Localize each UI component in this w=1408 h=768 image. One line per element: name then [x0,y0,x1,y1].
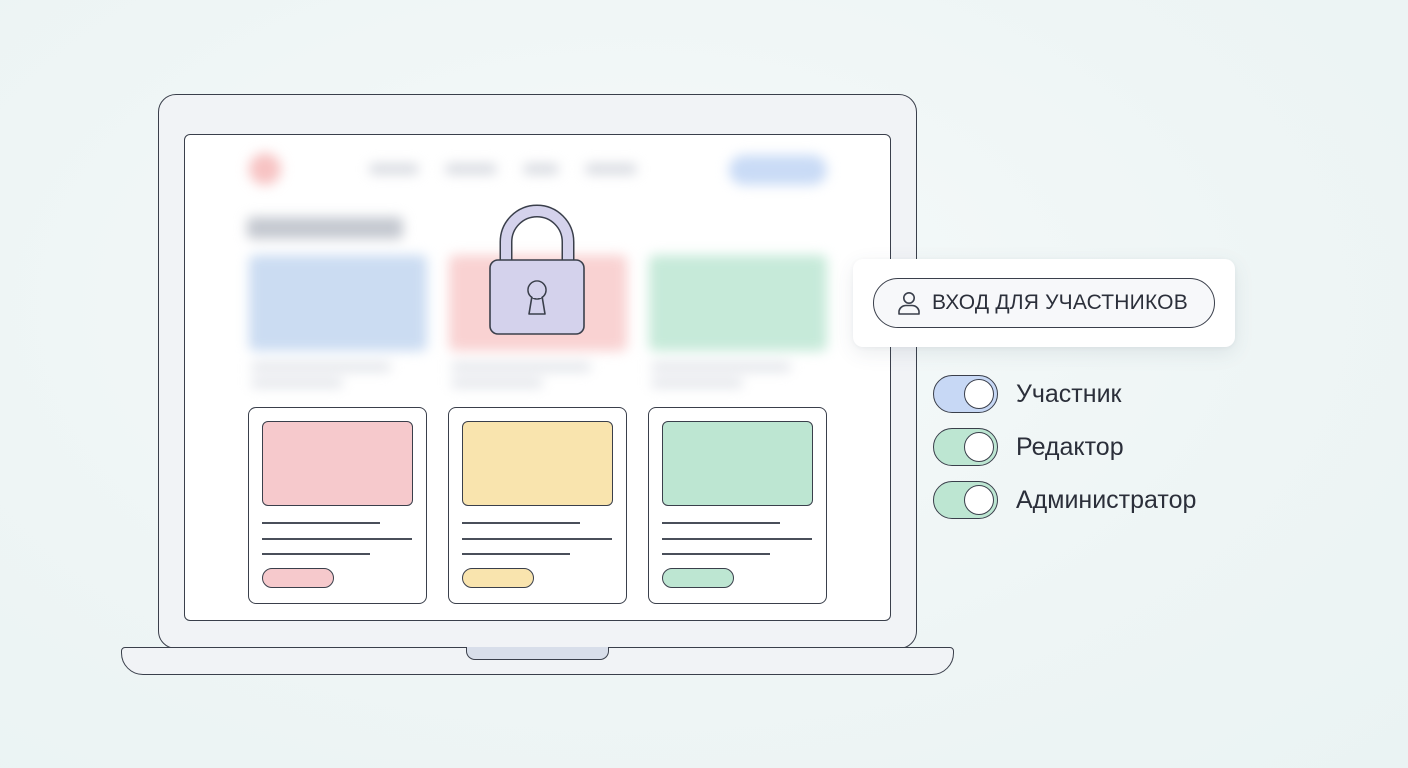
card-text-line [262,553,370,555]
member-login-panel: ВХОД ДЛЯ УЧАСТНИКОВ [853,259,1235,347]
member-login-button[interactable]: ВХОД ДЛЯ УЧАСТНИКОВ [873,278,1215,328]
administrator-toggle[interactable] [933,481,998,519]
role-row-administrator: Администратор [933,480,1196,520]
card-image [262,421,413,506]
role-label-administrator: Администратор [1016,485,1197,514]
laptop-notch [466,647,609,660]
blurred-card-green [649,255,827,351]
content-card [248,407,427,604]
blurred-nav-item [369,164,419,174]
role-label-member: Участник [1016,379,1122,408]
toggle-knob [964,431,994,462]
editor-toggle[interactable] [933,428,998,466]
card-text-line [662,522,780,524]
card-text-line [462,538,612,540]
card-text-line [662,538,812,540]
blurred-text-line [651,379,743,387]
member-login-label: ВХОД ДЛЯ УЧАСТНИКОВ [932,291,1188,314]
toggle-knob [964,378,994,409]
card-text-line [462,522,580,524]
card-text-line [262,522,380,524]
card-button[interactable] [462,568,534,588]
card-button[interactable] [262,568,334,588]
blurred-text-line [251,363,391,371]
card-text-line [262,538,412,540]
blurred-nav-item [445,164,497,174]
card-image [662,421,813,506]
blurred-text-line [651,363,791,371]
content-card [648,407,827,604]
card-image [462,421,613,506]
blurred-logo [249,153,281,185]
member-toggle[interactable] [933,375,998,413]
user-icon [898,292,920,315]
toggle-knob [964,484,994,515]
role-row-member: Участник [933,374,1121,414]
card-text-line [462,553,570,555]
blurred-cta-button [729,155,827,185]
role-row-editor: Редактор [933,427,1124,467]
padlock-icon [489,204,585,335]
role-label-editor: Редактор [1016,432,1124,461]
content-card [448,407,627,604]
blurred-text-line [451,379,543,387]
blurred-card-blue [249,255,427,351]
blurred-text-line [251,379,343,387]
blurred-heading [247,217,403,239]
blurred-nav-item [523,164,559,174]
card-text-line [662,553,770,555]
blurred-text-line [451,363,591,371]
card-button[interactable] [662,568,734,588]
blurred-nav-item [585,164,637,174]
